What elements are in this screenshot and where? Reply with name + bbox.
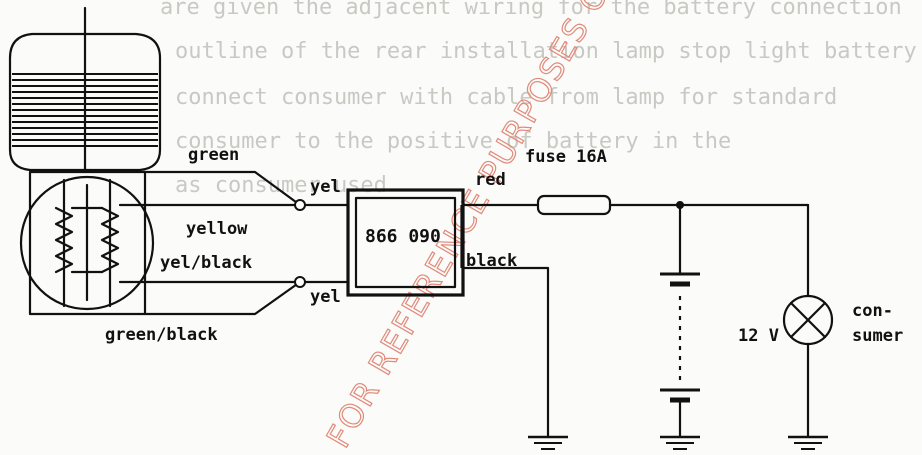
label-voltage: 12 V bbox=[738, 326, 779, 346]
label-yel-top: yel bbox=[310, 177, 341, 197]
background-text-line-5: as consumer used bbox=[175, 173, 387, 198]
ground-wire bbox=[461, 266, 568, 450]
generator-housing bbox=[8, 6, 162, 174]
label-yellow: yellow bbox=[186, 219, 248, 239]
label-red: red bbox=[475, 170, 506, 190]
background-text-line-3: connect consumer with cable from lamp fo… bbox=[175, 85, 837, 110]
label-green: green bbox=[188, 145, 239, 165]
consumer-lamp bbox=[782, 203, 834, 450]
battery-symbol bbox=[660, 203, 700, 450]
background-text: are given the adjacent wiring for the ba… bbox=[160, 0, 917, 198]
coil-wires bbox=[118, 170, 350, 316]
label-consumer-2: sumer bbox=[852, 326, 903, 346]
label-consumer-1: con- bbox=[852, 301, 893, 321]
positive-circuit bbox=[461, 194, 810, 216]
label-yel-black: yel/black bbox=[160, 253, 252, 273]
background-text-line-4: consumer to the positive of battery in t… bbox=[175, 129, 731, 154]
regulator-box bbox=[346, 188, 465, 297]
label-yel-bottom: yel bbox=[310, 287, 341, 307]
background-text-line-1: are given the adjacent wiring for the ba… bbox=[160, 0, 902, 20]
stator-coil-unit bbox=[19, 170, 155, 316]
background-text-line-2: outline of the rear installation lamp st… bbox=[175, 39, 917, 64]
label-fuse: fuse 16A bbox=[525, 147, 607, 167]
label-green-black: green/black bbox=[105, 325, 218, 345]
label-box-code: 866 090 bbox=[365, 226, 441, 247]
label-black: black bbox=[466, 251, 517, 271]
fuse-symbol bbox=[536, 194, 612, 216]
